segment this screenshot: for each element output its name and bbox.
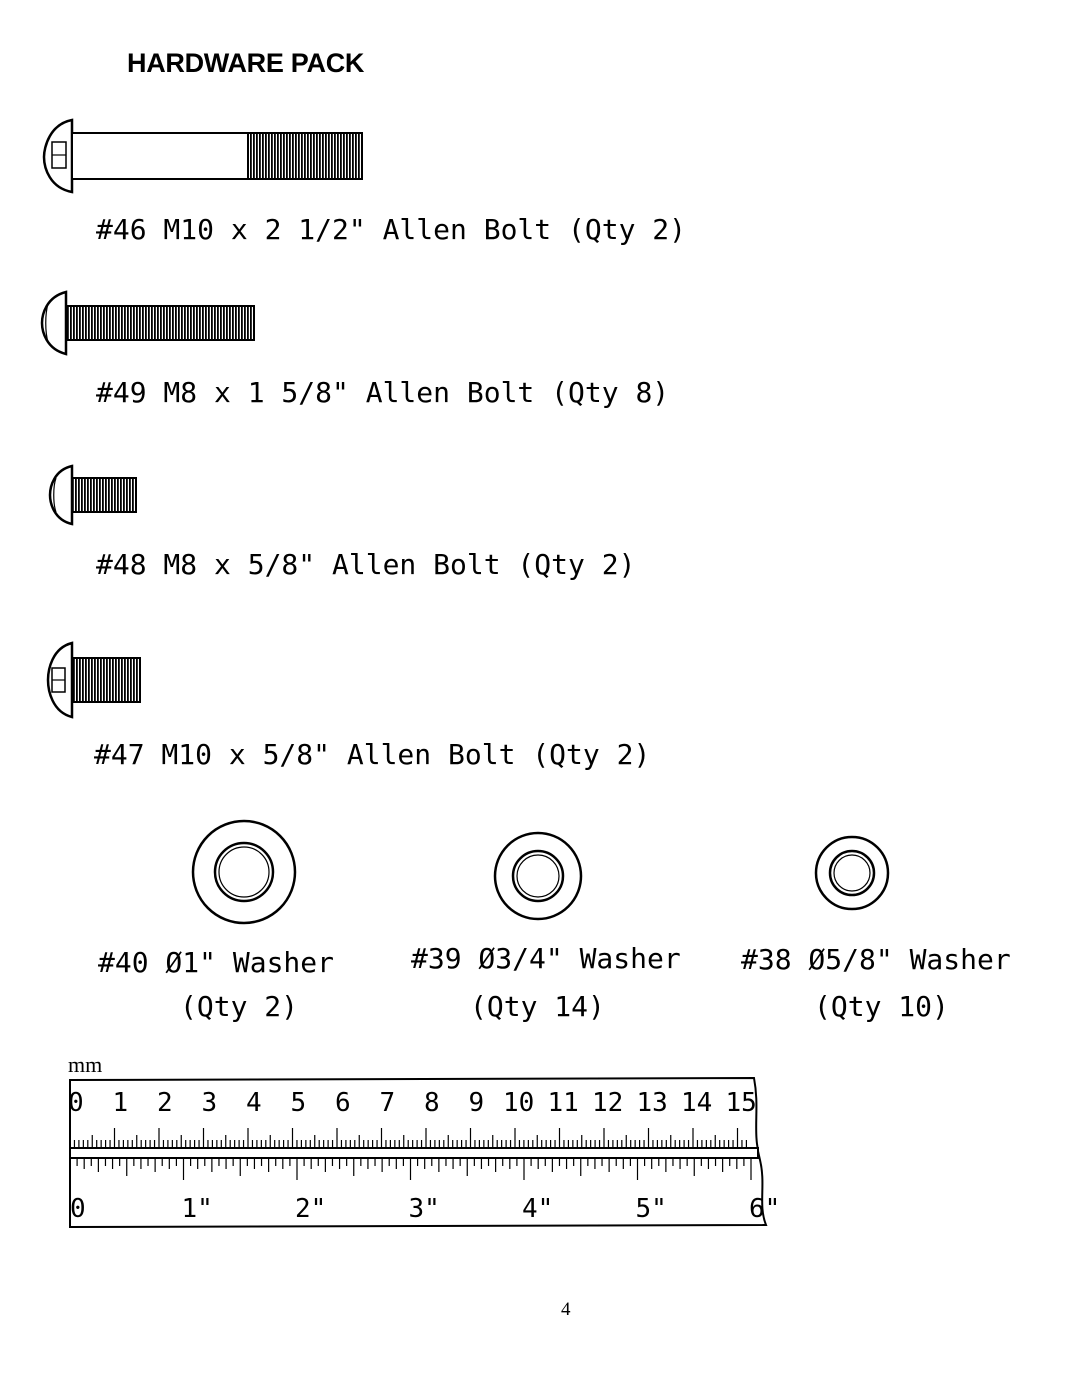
washer-39-qty: (Qty 14) xyxy=(470,990,605,1023)
bolt-47-label: #47 M10 x 5/8" Allen Bolt (Qty 2) xyxy=(94,738,651,771)
ruler-cm-label: 3 xyxy=(201,1088,218,1118)
ruler-cm-label: 4 xyxy=(246,1088,262,1118)
ruler-cm-label: 9 xyxy=(468,1088,485,1118)
ruler-cm-label: 14 xyxy=(681,1088,713,1118)
bolt-48-label: #48 M8 x 5/8" Allen Bolt (Qty 2) xyxy=(96,548,636,581)
ruler-cm-label: 0 xyxy=(68,1088,84,1118)
bolt-46-label: #46 M10 x 2 1/2" Allen Bolt (Qty 2) xyxy=(96,213,687,246)
ruler-inch-label: 2" xyxy=(295,1194,327,1224)
washer-38-label: #38 Ø5/8" Washer xyxy=(741,943,1011,976)
page-title: HARDWARE PACK xyxy=(127,48,365,78)
washer-38-icon xyxy=(814,835,890,911)
washer-40-qty: (Qty 2) xyxy=(180,990,299,1023)
ruler-cm-label: 13 xyxy=(636,1088,668,1118)
allen-bolt-49-icon xyxy=(40,290,255,356)
ruler-cm-label: 1 xyxy=(112,1088,129,1118)
ruler-cm-label: 11 xyxy=(547,1088,579,1118)
allen-bolt-48-icon xyxy=(48,464,137,526)
washer-40-label: #40 Ø1" Washer xyxy=(98,946,335,979)
bolt-49-label: #49 M8 x 1 5/8" Allen Bolt (Qty 8) xyxy=(96,376,670,409)
allen-bolt-47-icon xyxy=(46,641,141,719)
ruler-cm-label: 5 xyxy=(290,1088,307,1118)
ruler-cm-label: 2 xyxy=(157,1088,173,1118)
allen-bolt-46-icon xyxy=(42,118,363,194)
page-number: 4 xyxy=(561,1299,571,1320)
ruler-inch-label: 5" xyxy=(635,1194,667,1224)
washer-39-icon xyxy=(493,831,583,921)
ruler-inch-label: 1" xyxy=(181,1194,213,1224)
ruler-inch-label: 6" xyxy=(749,1194,781,1224)
ruler-unit-label: mm xyxy=(68,1052,103,1077)
washer-39-label: #39 Ø3/4" Washer xyxy=(411,942,681,975)
ruler-cm-label: 6 xyxy=(335,1088,351,1118)
washer-40-icon xyxy=(191,819,297,925)
ruler-cm-label: 7 xyxy=(379,1088,396,1118)
ruler-icon xyxy=(69,1076,768,1229)
ruler-inch-label: 3" xyxy=(408,1194,440,1224)
ruler-inch-label: 4" xyxy=(522,1194,554,1224)
ruler-cm-label: 15 xyxy=(725,1088,757,1118)
washer-38-qty: (Qty 10) xyxy=(814,990,949,1023)
ruler-cm-label: 8 xyxy=(424,1088,440,1118)
ruler-inch-label: 0 xyxy=(70,1194,86,1224)
ruler-cm-label: 12 xyxy=(592,1088,624,1118)
ruler-cm-label: 10 xyxy=(503,1088,535,1118)
